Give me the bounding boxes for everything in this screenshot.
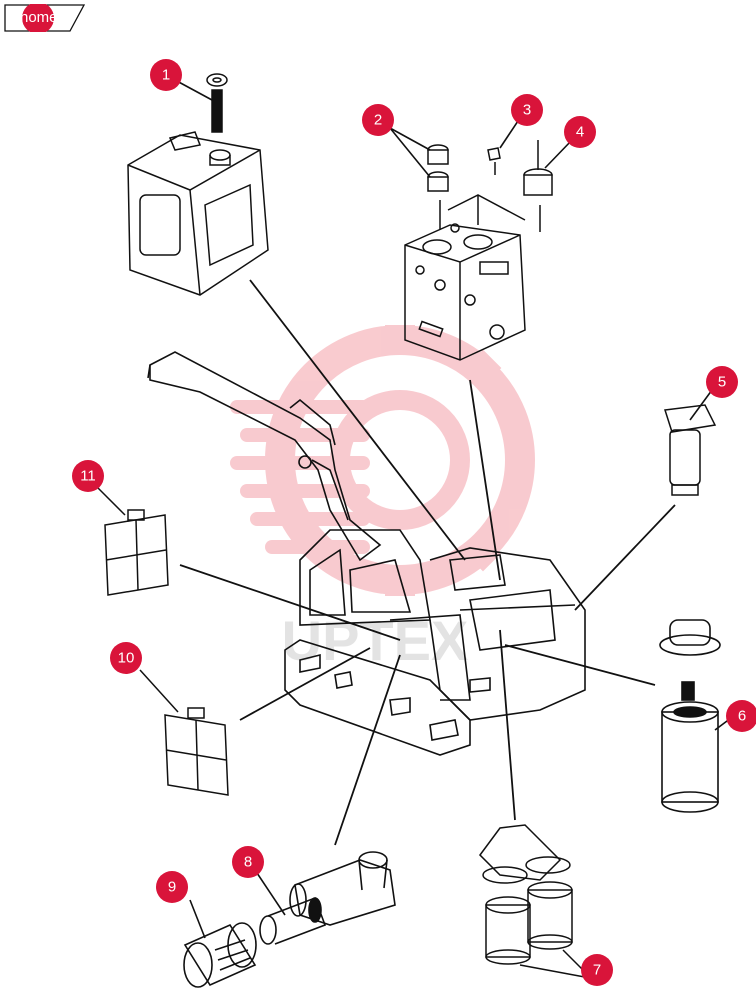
- callout-5[interactable]: 5: [706, 366, 738, 398]
- callout-11[interactable]: 11: [72, 460, 104, 492]
- callout-leaders: [174, 79, 736, 731]
- callout-label: 7: [593, 962, 601, 979]
- home-button[interactable]: home: [4, 4, 86, 32]
- callout-label: 9: [168, 879, 176, 896]
- callouts: 1 2 3 4 5 6 7 8 9 10 11: [72, 59, 756, 986]
- callout-label: 4: [576, 124, 584, 141]
- callout-8[interactable]: 8: [232, 846, 264, 878]
- callout-10[interactable]: 10: [110, 642, 142, 674]
- callout-label: 11: [80, 468, 96, 485]
- callout-label: 5: [718, 374, 726, 391]
- callout-label: 2: [374, 112, 382, 129]
- callout-label: 10: [118, 650, 135, 667]
- callout-3[interactable]: 3: [511, 94, 543, 126]
- home-label: home: [20, 9, 58, 26]
- hydraulic-tank-part: [127, 73, 269, 296]
- fuel-filter-part: [479, 824, 591, 979]
- callout-label: 8: [244, 854, 252, 871]
- callout-4[interactable]: 4: [564, 116, 596, 148]
- callout-label: 6: [738, 708, 746, 725]
- watermark-text: UPTEX: [282, 609, 469, 672]
- fuel-pump-part: [664, 404, 717, 496]
- excavator-drawing: [147, 351, 586, 756]
- callout-2[interactable]: 2: [362, 104, 394, 136]
- callout-9[interactable]: 9: [156, 871, 188, 903]
- cab-filter-part-11: [94, 484, 169, 596]
- callout-label: 1: [162, 67, 170, 84]
- leader-lines: [179, 279, 676, 846]
- cab-filter-part-10: [139, 669, 229, 796]
- callout-7[interactable]: 7: [581, 954, 613, 986]
- home-tab-shape: [4, 4, 86, 32]
- callout-1[interactable]: 1: [150, 59, 182, 91]
- home-icon: [22, 4, 54, 32]
- callout-6[interactable]: 6: [726, 700, 756, 732]
- oil-filter-part: [659, 619, 721, 813]
- callout-label: 3: [523, 102, 531, 119]
- air-cleaner-part: [254, 851, 396, 945]
- air-filter-element-part: [183, 899, 257, 988]
- watermark-gear-icon: [230, 325, 535, 596]
- valve-block-part: [404, 140, 553, 361]
